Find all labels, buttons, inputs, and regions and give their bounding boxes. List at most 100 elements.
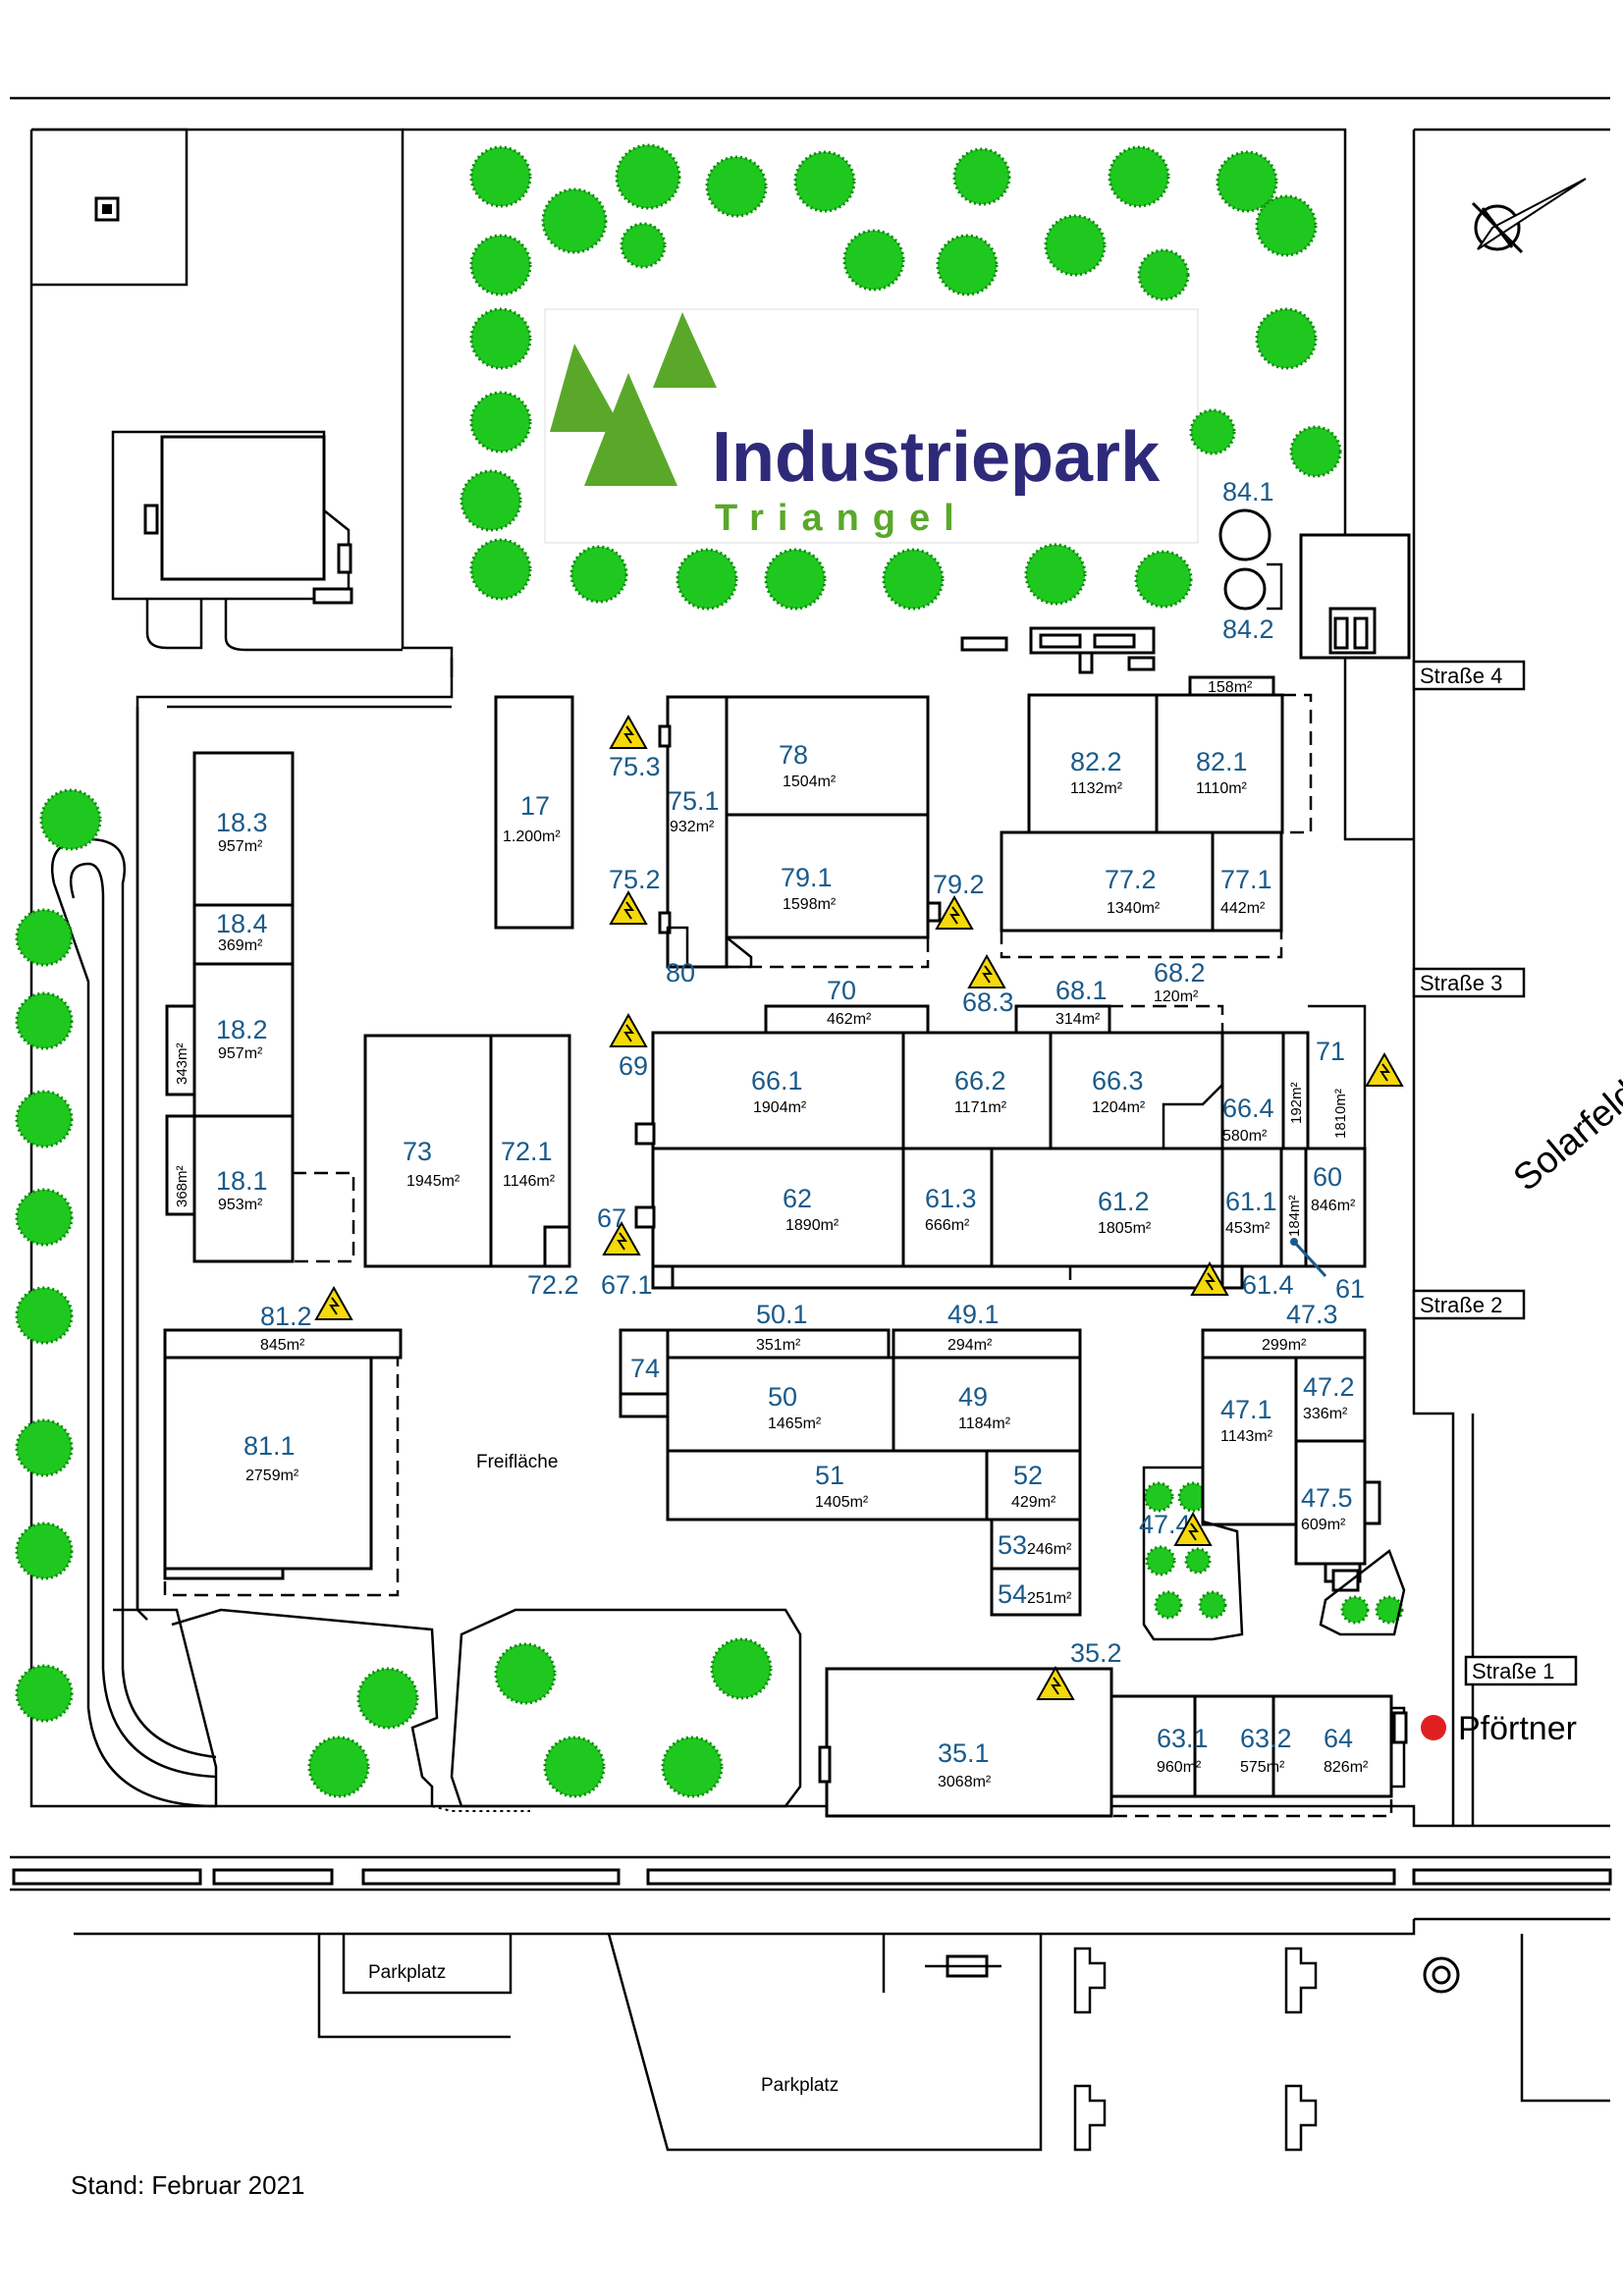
compass-icon [1471,178,1587,254]
street-signs: Straße 4 Straße 3 Straße 2 Straße 1 [1412,660,1578,1686]
tree-icon [1198,1590,1227,1620]
stand-date-label: Stand: Februar 2021 [71,2170,305,2200]
tree-icon [1375,1595,1404,1625]
b47-1-number: 47.1 [1220,1395,1272,1424]
building-73: 73 1945m² 72.1 1146m² 72.2 [363,1034,579,1300]
b51-area: 1405m² [815,1494,869,1511]
b61-3-number: 61.3 [925,1184,977,1213]
tree-icon [469,145,532,208]
building-84: 84.1 84.2 [1218,477,1414,841]
building-top-left [111,430,403,652]
b63-1-area: 960m² [1157,1759,1202,1776]
b18-4-number: 18.4 [216,909,268,938]
b68-2-area: 120m² [1154,988,1199,1005]
b82-2-area: 1132m² [1070,780,1123,797]
b69-number: 69 [619,1051,648,1081]
tree-icon [15,908,74,967]
tree-icon [1340,1595,1370,1625]
b81-1-area: 2759m² [245,1468,299,1484]
b35-1-area: 3068m² [938,1774,992,1790]
tree-icon [705,155,768,218]
tree-icon [469,538,532,601]
b47-1-area: 1143m² [1220,1428,1273,1445]
b66-4-area: 580m² [1222,1128,1268,1145]
tree-icon [569,545,628,604]
tree-icon [15,1522,74,1580]
b73-number: 73 [403,1137,432,1166]
b78-area: 1504m² [783,774,837,790]
tree-icon [1189,408,1236,455]
site-outline [10,96,1610,1828]
b17-number: 17 [520,791,550,821]
building-81: 81.2 845m² 81.1 2759m² [163,1302,403,1597]
warning-sign-icon [936,896,973,930]
b52-number: 52 [1013,1461,1043,1490]
b61-4-number: 61.4 [1242,1270,1294,1300]
b18-3-area: 957m² [218,838,263,855]
b81-1-number: 81.1 [243,1431,296,1461]
building-49-54: 50.1 351m² 49.1 294m² 74 50 1465m² 49 11… [619,1300,1082,1617]
tree-icon [661,1735,724,1798]
building-66-62-61: 70 462m² 68.1 314m² 68.2 120m² 68.3 69 6… [597,958,1367,1304]
tree-icon [1184,1547,1212,1575]
b62-number: 62 [783,1184,812,1213]
building-18: 18.3 957m² 18.4 369m² 18.2 957m² 18.1 95… [165,751,355,1263]
b66-3-area: 1204m² [1092,1099,1146,1116]
b62-area: 1890m² [785,1217,839,1234]
tree-icon [615,143,681,210]
b70-number: 70 [827,976,856,1005]
tree-icon [676,548,738,611]
b84-2-number: 84.2 [1222,614,1274,644]
warning-sign-icon [315,1287,352,1320]
b61-2-number: 61.2 [1098,1187,1150,1216]
pfoertner-label: Pförtner [1458,1710,1577,1747]
b79-1-number: 79.1 [781,863,833,892]
b192-area: 192m² [1288,1082,1305,1124]
parkplatz-2-label: Parkplatz [761,2075,839,2096]
building-47: 47.3 299m² 47.1 1143m² 47.2 336m² 47.5 6… [1139,1300,1406,1641]
street-3-label: Straße 3 [1420,971,1502,995]
tree-icon [1137,248,1190,301]
b72-2-number: 72.2 [527,1270,579,1300]
tree-icon [1134,550,1193,609]
b71-area: 1810m² [1332,1089,1349,1139]
logo: Industriepark Triangel [544,308,1199,544]
b50-area: 1465m² [768,1415,822,1432]
parkplatz-1-label: Parkplatz [368,1962,446,1983]
b80-number: 80 [666,958,695,988]
b47-5-number: 47.5 [1301,1483,1353,1513]
b47-2-area: 336m² [1303,1406,1348,1422]
tree-icon [1289,425,1342,478]
b35-1-number: 35.1 [938,1738,990,1768]
trees [15,143,1404,1798]
b75-1-area: 932m² [670,819,715,835]
tree-icon [1154,1590,1183,1620]
tree-icon [793,150,856,213]
tree-icon [15,1188,74,1247]
b61-3-area: 666m² [925,1217,970,1234]
b50-1-number: 50.1 [756,1300,808,1329]
b47-5-area: 609m² [1301,1517,1346,1533]
b70-area: 462m² [827,1011,872,1028]
tree-icon [1143,1481,1174,1513]
tree-icon [1024,543,1087,606]
warning-sign-icon [968,955,1005,988]
logo-title: Industriepark [712,418,1161,497]
b81-2-number: 81.2 [260,1302,312,1331]
b47-2-number: 47.2 [1303,1372,1355,1402]
warning-sign-icon [1366,1053,1403,1087]
building-82-77: 158m² 82.2 1132m² 82.1 1110m² 77.2 1340m… [1000,675,1313,959]
small-structures [960,626,1156,674]
b49-area: 1184m² [958,1415,1011,1432]
building-35-63-64: 35.2 35.1 3068m² 63.1 960m² 63.2 575m² 6… [113,1608,1577,1818]
b82-2-number: 82.2 [1070,747,1122,776]
b77-1-area: 442m² [1220,900,1266,917]
b71-number: 71 [1316,1037,1345,1066]
b52-area: 429m² [1011,1494,1056,1511]
tree-icon [469,234,532,296]
tree-icon [307,1735,370,1798]
b61-2-area: 1805m² [1098,1220,1152,1237]
tree-icon [1044,214,1107,277]
tree-icon [15,1418,74,1477]
